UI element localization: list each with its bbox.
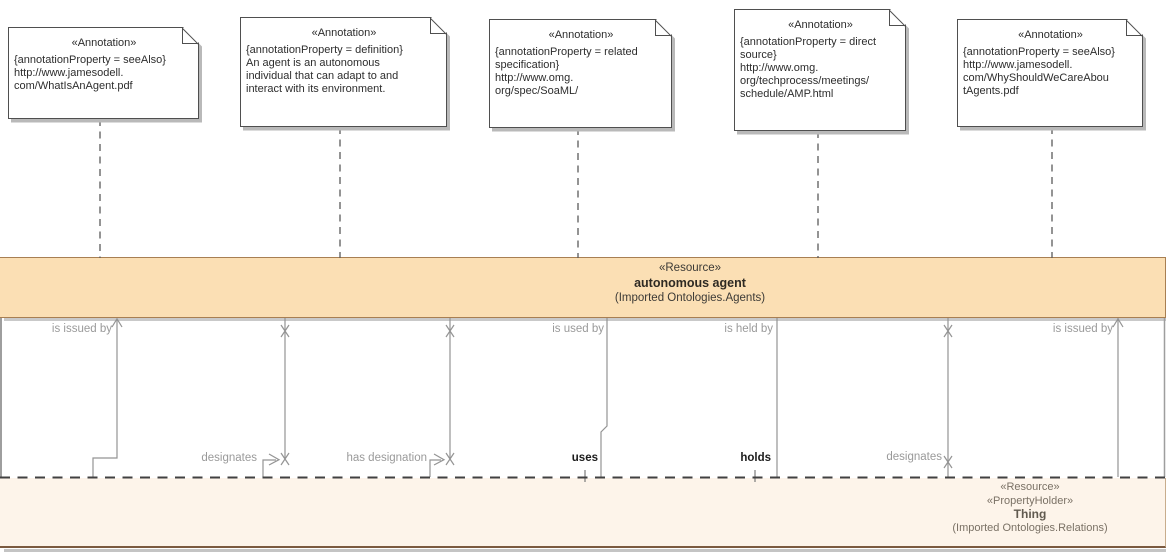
x-marker-icon bbox=[943, 324, 953, 338]
note-property: {annotationProperty = seeAlso} bbox=[14, 54, 166, 66]
thing-stereotype-propertyholder: «PropertyHolder» bbox=[986, 494, 1074, 507]
association-label-holds: holds bbox=[740, 452, 771, 464]
resource-autonomous-agent-band[interactable] bbox=[0, 257, 1166, 318]
note-property: {annotationProperty = seeAlso} bbox=[963, 46, 1115, 58]
note-body: http://www.omg. org/spec/SoaML/ bbox=[495, 72, 579, 97]
relation-designates-right[interactable] bbox=[943, 318, 953, 477]
x-marker-icon bbox=[280, 452, 290, 466]
thing-name: Thing bbox=[1013, 507, 1047, 521]
annotation-note-4[interactable]: «Annotation» {annotationProperty = direc… bbox=[734, 9, 906, 131]
x-marker-icon bbox=[445, 324, 455, 338]
note-body: http://www.jamesodell. com/WhatIsAnAgent… bbox=[14, 67, 133, 92]
role-label-designates-right: designates bbox=[886, 451, 942, 463]
x-marker-icon bbox=[445, 452, 455, 466]
role-label-is-used-by: is used by bbox=[552, 323, 604, 335]
agent-stereotype: «Resource» bbox=[658, 262, 721, 274]
thing-stereotype-resource: «Resource» bbox=[1000, 481, 1060, 493]
annotation-note-5[interactable]: «Annotation» {annotationProperty = seeAl… bbox=[957, 19, 1143, 127]
note-stereotype: «Annotation» bbox=[311, 27, 377, 39]
role-label-is-issued-by-left: is issued by bbox=[51, 323, 112, 335]
role-label-designates-left: designates bbox=[201, 452, 257, 464]
role-label-is-held-by: is held by bbox=[724, 323, 773, 335]
note-stereotype: «Annotation» bbox=[788, 19, 853, 31]
note-body: An agent is an autonomous individual tha… bbox=[246, 57, 399, 95]
note-stereotype: «Annotation» bbox=[548, 29, 614, 41]
role-label-is-issued-by-right: is issued by bbox=[1052, 323, 1113, 335]
note-property: {annotationProperty = definition} bbox=[246, 44, 403, 56]
annotation-note-1[interactable]: «Annotation» {annotationProperty = seeAl… bbox=[8, 27, 199, 119]
annotation-note-3[interactable]: «Annotation» {annotationProperty = relat… bbox=[489, 19, 672, 128]
agent-band-shadow bbox=[4, 318, 1166, 321]
arrow-right-icon bbox=[433, 453, 446, 466]
thing-band-shadow bbox=[4, 549, 1166, 552]
note-body: http://www.jamesodell. com/WhyShouldWeCa… bbox=[963, 59, 1109, 97]
agent-name: autonomous agent bbox=[634, 276, 746, 290]
thing-package: (Imported Ontologies.Relations) bbox=[952, 521, 1108, 534]
agent-band-label: «Resource» autonomous agent (Imported On… bbox=[440, 261, 940, 306]
note-stereotype: «Annotation» bbox=[1018, 29, 1083, 41]
arrow-right-icon bbox=[268, 453, 281, 466]
relation-designates-left[interactable] bbox=[262, 318, 290, 477]
agent-package: (Imported Ontologies.Agents) bbox=[614, 292, 766, 304]
x-marker-icon bbox=[943, 455, 953, 469]
x-marker-icon bbox=[280, 324, 290, 338]
note-body: http://www.omg. org/techprocess/meetings… bbox=[740, 62, 870, 100]
association-label-uses: uses bbox=[571, 452, 598, 464]
thing-band-label: «Resource» «PropertyHolder» Thing (Impor… bbox=[880, 481, 1168, 535]
relation-is-issued-by-left[interactable] bbox=[92, 317, 123, 477]
note-property: {annotationProperty = direct source} bbox=[740, 36, 877, 61]
relation-is-issued-by-right[interactable] bbox=[1112, 317, 1124, 477]
note-property: {annotationProperty = related specificat… bbox=[495, 46, 638, 71]
role-label-has-designation: has designation bbox=[346, 452, 427, 464]
resource-thing-band[interactable] bbox=[0, 478, 1166, 548]
relation-has-designation[interactable] bbox=[429, 318, 455, 477]
note-stereotype: «Annotation» bbox=[71, 37, 137, 49]
annotation-note-2[interactable]: «Annotation» {annotationProperty = defin… bbox=[240, 17, 447, 127]
